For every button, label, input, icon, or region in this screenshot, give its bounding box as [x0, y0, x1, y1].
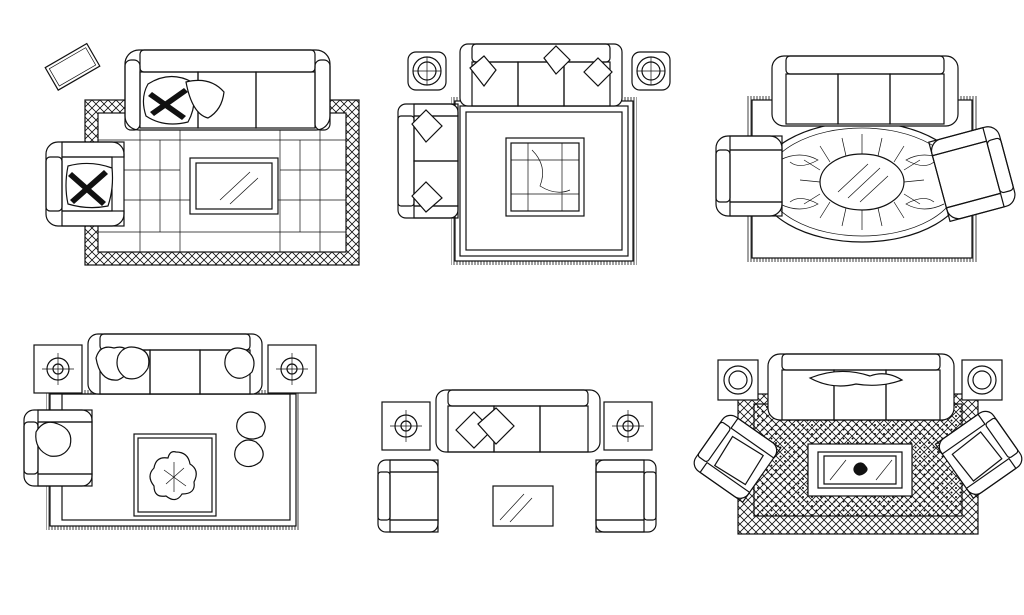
layout-2: [397, 43, 671, 265]
armchair: [45, 141, 125, 227]
layout-5: [377, 389, 657, 533]
sofa: [87, 333, 263, 395]
coffee-table: [505, 137, 585, 217]
armchair: [23, 409, 93, 487]
layout-6: [693, 353, 1023, 535]
lamp: [407, 51, 447, 91]
layout-1: [44, 42, 360, 266]
cushion: [142, 75, 225, 125]
coffee-table: [133, 433, 217, 517]
armchair: [934, 410, 1023, 500]
armchair: [715, 135, 783, 217]
side-sofa: [397, 103, 459, 219]
floor-mat: [44, 42, 101, 91]
armchair: [693, 414, 782, 504]
coffee-table: [492, 485, 554, 527]
layout-3: [715, 55, 1016, 262]
lamp-table: [603, 401, 653, 451]
lamp-table: [717, 359, 759, 401]
sofa: [771, 55, 959, 127]
sofa: [435, 389, 601, 453]
sofa: [767, 353, 955, 421]
lamp: [631, 51, 671, 91]
oval-table: [819, 153, 905, 211]
lamp-table: [267, 344, 317, 394]
lamp-table: [33, 344, 83, 394]
sofa: [459, 43, 623, 107]
layout-4: [23, 333, 317, 530]
armchair: [377, 459, 439, 533]
cushion: [234, 411, 266, 468]
armchair: [928, 126, 1016, 223]
coffee-table: [807, 443, 913, 497]
coffee-table: [189, 157, 279, 215]
lamp-table: [961, 359, 1003, 401]
armchair: [595, 459, 657, 533]
lamp-table: [381, 401, 431, 451]
